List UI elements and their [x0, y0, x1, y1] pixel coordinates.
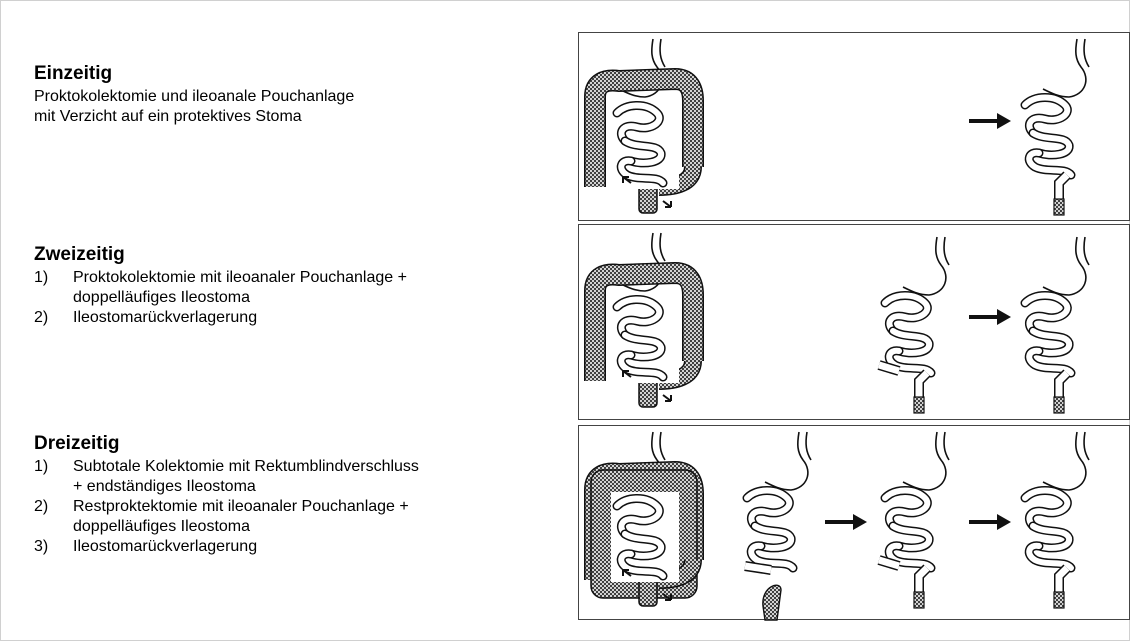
illustration-panel-dreizeitig: [578, 425, 1130, 620]
pouch-stoma-figure: [879, 237, 949, 413]
step-list: 1) Subtotale Kolektomie mit Rektumblindv…: [34, 457, 554, 557]
section-title: Zweizeitig: [34, 243, 554, 266]
stoma-rectum-figure: [745, 432, 811, 620]
step-text-line: Restproktektomie mit ileoanaler Pouchanl…: [73, 497, 554, 517]
arrow-icon: [825, 514, 867, 530]
section-title: Dreizeitig: [34, 432, 554, 455]
pouch-figure: [1025, 39, 1089, 215]
step-text-line: doppelläufiges Ileostoma: [73, 288, 554, 308]
panel-drawing: [579, 33, 1130, 222]
step-number: 1): [34, 268, 48, 288]
step-text-line: Subtotale Kolektomie mit Rektumblindvers…: [73, 457, 554, 477]
step-item: 2) Restproktektomie mit ileoanaler Pouch…: [34, 497, 554, 537]
step-item: 3) Ileostomarückverlagerung: [34, 537, 554, 557]
colon-figure: [595, 233, 693, 407]
step-list: 1) Proktokolektomie mit ileoanaler Pouch…: [34, 268, 554, 328]
step-number: 2): [34, 497, 48, 517]
panel-drawing: [579, 426, 1130, 621]
colon-figure: [591, 432, 697, 606]
step-text-line: + endständiges Ileostoma: [73, 477, 554, 497]
section-description-line: Proktokolektomie und ileoanale Pouchanla…: [34, 87, 554, 107]
section-einzeitig: Einzeitig Proktokolektomie und ileoanale…: [34, 62, 554, 127]
step-text-line: Proktokolektomie mit ileoanaler Pouchanl…: [73, 268, 554, 288]
section-description-line: mit Verzicht auf ein protektives Stoma: [34, 107, 554, 127]
colon-figure: [595, 39, 693, 213]
pouch-stoma-figure: [879, 432, 949, 608]
arrow-icon: [969, 113, 1011, 129]
step-item: 2) Ileostomarückverlagerung: [34, 308, 554, 328]
step-text-line: Ileostomarückverlagerung: [73, 537, 554, 557]
step-item: 1) Subtotale Kolektomie mit Rektumblindv…: [34, 457, 554, 497]
arrow-icon: [969, 309, 1011, 325]
illustration-panel-zweizeitig: [578, 224, 1130, 420]
pouch-figure: [1025, 237, 1089, 413]
step-text-line: doppelläufiges Ileostoma: [73, 517, 554, 537]
section-dreizeitig: Dreizeitig 1) Subtotale Kolektomie mit R…: [34, 432, 554, 557]
step-number: 2): [34, 308, 48, 328]
illustration-panel-einzeitig: [578, 32, 1130, 221]
step-number: 1): [34, 457, 48, 477]
step-text-line: Ileostomarückverlagerung: [73, 308, 554, 328]
step-item: 1) Proktokolektomie mit ileoanaler Pouch…: [34, 268, 554, 308]
section-zweizeitig: Zweizeitig 1) Proktokolektomie mit ileoa…: [34, 243, 554, 328]
arrow-icon: [969, 514, 1011, 530]
pouch-figure: [1025, 432, 1089, 608]
step-number: 3): [34, 537, 48, 557]
panel-drawing: [579, 225, 1130, 421]
section-title: Einzeitig: [34, 62, 554, 85]
